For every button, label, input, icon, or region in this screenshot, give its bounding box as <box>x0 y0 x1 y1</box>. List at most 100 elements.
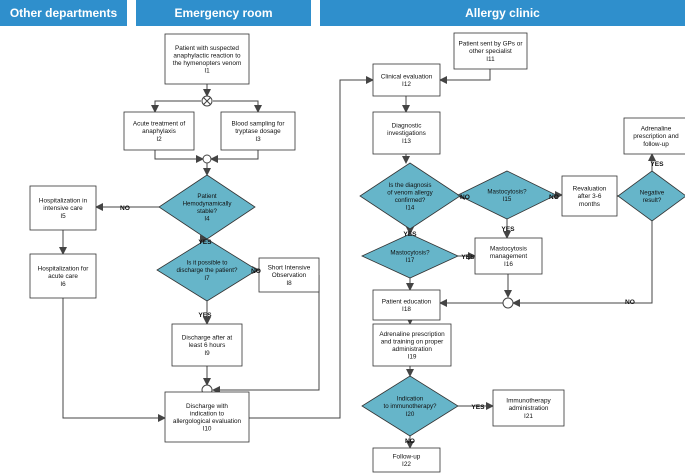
node-revaluation-box <box>561 175 618 217</box>
node-i9-discharge-6-hours-box <box>171 323 243 367</box>
node-i16-mastocytosis-management-line-1: Mastocytosis <box>490 246 527 253</box>
edge-label-no-7: NO <box>549 194 559 201</box>
node-i1-suspected-anaphylaxis-line-1: Patient with suspected <box>175 45 239 52</box>
decision-i14-diagnosis-confirmed-diamond <box>359 162 461 230</box>
decision-i15-mastocytosis: Mastocytosis?I15 <box>457 170 557 220</box>
decision-i14-diagnosis-confirmed-line-2: of venom allergy <box>387 189 433 196</box>
node-i11-patient-sent-line-1: Patient sent by GPs or <box>459 41 524 48</box>
node-i5-intensive-care-box <box>29 185 97 231</box>
node-i22-follow-up-line-1: Follow-up <box>393 453 421 460</box>
node-i3-blood-sampling-line-2: tryptase dosage <box>235 128 281 135</box>
edge-label-yes-4: YES <box>198 312 212 319</box>
node-i1-suspected-anaphylaxis-line-2: anaphylactic reaction to <box>173 52 241 59</box>
node-i12-clinical-evaluation-line-2: I12 <box>402 81 411 88</box>
edge-label-yes-6: YES <box>501 226 515 233</box>
node-i22-follow-up-box <box>372 447 441 473</box>
node-i5-intensive-care-line-2: intensive care <box>43 205 83 212</box>
lane-header-allergy-clinic: Allergy clinic <box>320 0 685 26</box>
node-revaluation-line-1: Revaluation <box>573 186 607 193</box>
node-i10-discharge-allergological-line-2: indication to <box>190 410 225 417</box>
node-i16-mastocytosis-management-line-3: I16 <box>504 261 513 268</box>
decision-i20-immunotherapy-line-3: I20 <box>406 411 415 418</box>
node-i13-diagnostic-investigations-line-3: I13 <box>402 138 411 145</box>
node-i19-adrenaline-training-line-1: Adrenaline prescription <box>379 331 445 338</box>
node-i6-acute-care-line-2: acute care <box>48 273 78 280</box>
node-i2-acute-treatment-box <box>123 111 195 151</box>
decision-i15-mastocytosis-diamond <box>457 170 557 220</box>
decision-i20-immunotherapy-line-2: to immunotherapy? <box>384 403 438 410</box>
node-i10-discharge-allergological-line-3: allergological evaluation <box>173 418 242 425</box>
node-i21-immunotherapy-administration-line-3: I21 <box>524 413 533 420</box>
node-i8-short-observation-box <box>258 257 320 293</box>
node-i9-discharge-6-hours-line-1: Discharge after at <box>182 335 233 342</box>
node-i11-patient-sent-line-2: other specialist <box>469 48 512 55</box>
node-i10-discharge-allergological-box <box>164 391 250 443</box>
decision-i4-hemodynamically-stable-line-3: stable? <box>197 208 218 215</box>
merge-junction-circle-3 <box>502 297 514 309</box>
node-i13-diagnostic-investigations-box <box>372 111 441 155</box>
decision-i14-diagnosis-confirmed-line-3: confirmed? <box>395 197 426 204</box>
node-i11-patient-sent-line-3: I11 <box>486 56 495 63</box>
edge-label-no-3: NO <box>251 268 261 275</box>
edge-label-yes-12: YES <box>471 404 485 411</box>
connector-2 <box>151 100 201 113</box>
node-i8-short-observation-line-1: Short Intensive <box>268 265 311 272</box>
decision-i17-mastocytosis-line-2: I17 <box>406 257 415 264</box>
connector-16 <box>249 76 374 419</box>
decision-negative-result-line-1: Negative <box>640 189 665 196</box>
node-i21-immunotherapy-administration-line-2: administration <box>509 405 549 412</box>
decision-i14-diagnosis-confirmed-line-1: Is the diagnosis <box>389 182 432 189</box>
node-i2-acute-treatment-line-1: Acute treatment of <box>133 121 185 128</box>
node-i11-patient-sent-box <box>453 32 528 70</box>
node-i1-suspected-anaphylaxis-box <box>164 33 250 85</box>
edge-label-yes-9: YES <box>403 231 417 238</box>
node-i6-acute-care-line-1: Hospitalization for <box>38 266 90 273</box>
decision-i4-hemodynamically-stable-line-2: Hemodynamically <box>183 200 233 207</box>
edge-label-no-1: NO <box>120 205 130 212</box>
node-i9-discharge-6-hours-line-3: I9 <box>204 350 210 357</box>
node-i18-patient-education-box <box>372 289 441 321</box>
node-i19-adrenaline-training-line-3: administration <box>392 346 432 353</box>
node-i10-discharge-allergological-line-1: Discharge with <box>186 403 228 410</box>
node-i10-discharge-allergological-line-4: I10 <box>203 426 212 433</box>
node-i12-clinical-evaluation-line-1: Clinical evaluation <box>381 73 433 80</box>
node-i6-acute-care-line-3: I6 <box>60 281 66 288</box>
node-adrenaline-follow-up-line-1: Adrenaline <box>641 126 672 133</box>
node-i5-intensive-care-line-3: I5 <box>60 213 66 220</box>
edge-label-no-5: NO <box>460 194 470 201</box>
node-revaluation-line-3: months <box>579 201 600 208</box>
decision-i7-discharge-possible-line-3: I7 <box>204 275 210 282</box>
node-i3-blood-sampling-box <box>220 111 296 151</box>
node-i18-patient-education-line-1: Patient education <box>382 298 432 305</box>
decision-i20-immunotherapy-diamond <box>361 375 459 437</box>
edge-label-yes-10: YES <box>461 254 475 261</box>
node-i16-mastocytosis-management-box <box>474 237 543 275</box>
edge-label-no-13: NO <box>405 438 415 445</box>
decision-negative-result-line-2: result? <box>643 197 662 204</box>
connector-4 <box>154 150 204 163</box>
node-i8-short-observation-line-3: I8 <box>286 280 292 287</box>
node-i1-suspected-anaphylaxis-line-3: the hymenopters venom <box>173 60 242 67</box>
edge-label-yes-8: YES <box>650 161 664 168</box>
connector-13 <box>212 275 320 394</box>
decision-i4-hemodynamically-stable-line-1: Patient <box>197 193 217 200</box>
node-revaluation-line-2: after 3-6 <box>578 193 602 200</box>
decision-i15-mastocytosis-line-1: Mastocytosis? <box>487 188 527 195</box>
